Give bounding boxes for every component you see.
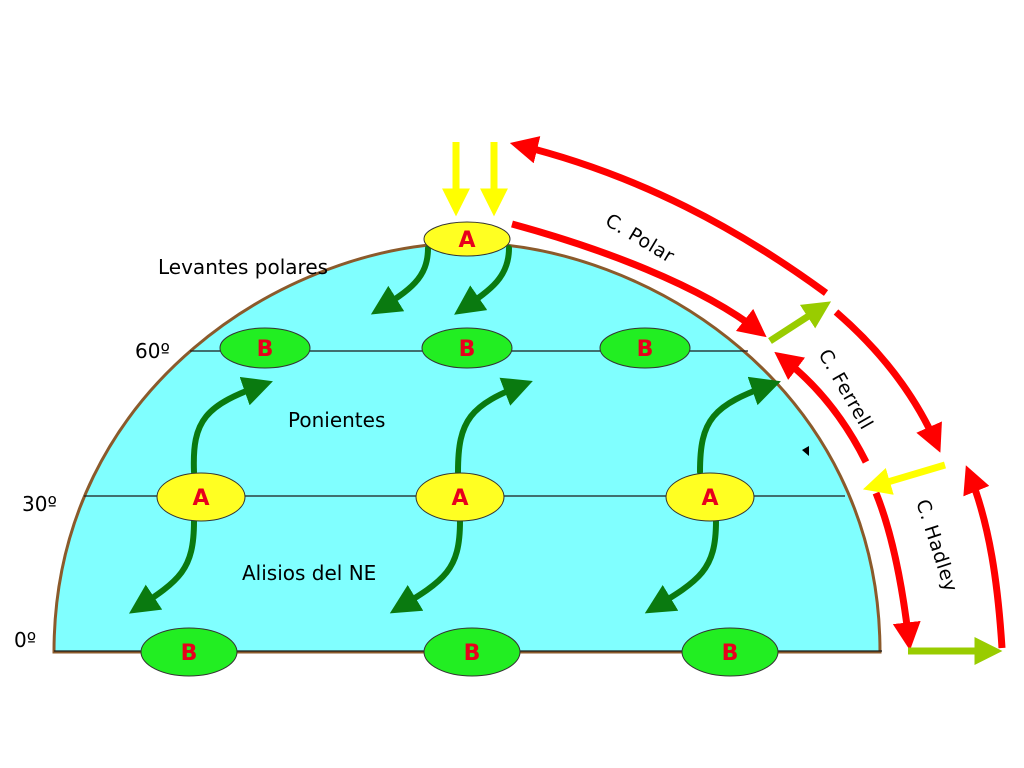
curved-arrow-icon bbox=[872, 491, 921, 651]
pressure-equator-3: B bbox=[681, 627, 779, 677]
right-arrow-icon bbox=[768, 301, 832, 344]
curved-arrow-icon bbox=[128, 518, 197, 614]
pressure-pole: A bbox=[423, 221, 511, 257]
curved-arrow-icon bbox=[509, 136, 829, 296]
left-arrow-icon bbox=[862, 461, 946, 495]
pointer-mark bbox=[802, 446, 809, 456]
wind-label-polar-easterlies: Levantes polares bbox=[158, 255, 328, 279]
pressure-equator-2: B bbox=[423, 627, 521, 677]
pressure-equator-1: B bbox=[140, 627, 238, 677]
curved-arrow-icon bbox=[833, 309, 942, 453]
circulation-cell-arrows bbox=[509, 136, 1006, 651]
pressure-lat30-2: A bbox=[415, 472, 505, 522]
curved-arrow-icon bbox=[455, 377, 533, 475]
pressure-label: B bbox=[464, 641, 481, 666]
curved-arrow-icon bbox=[644, 518, 719, 614]
pressure-lat60-1: B bbox=[219, 327, 311, 369]
wind-label-trade-winds: Alisios del NE bbox=[242, 561, 376, 585]
pressure-label: A bbox=[451, 486, 468, 511]
pressure-label: A bbox=[701, 486, 718, 511]
descending-air-arrows bbox=[442, 142, 508, 217]
pressure-centers: A B B B A A A B bbox=[140, 221, 779, 677]
pressure-label: A bbox=[458, 228, 475, 253]
cell-label-hadley: C. Hadley bbox=[911, 497, 962, 595]
pressure-lat30-3: A bbox=[665, 472, 755, 522]
latitude-label-60: 60º bbox=[135, 339, 170, 363]
pressure-lat30-1: A bbox=[156, 472, 246, 522]
curved-arrow-icon bbox=[963, 465, 1006, 649]
pressure-label: B bbox=[637, 337, 654, 362]
pressure-label: B bbox=[722, 641, 739, 666]
latitude-label-0: 0º bbox=[14, 628, 36, 652]
curved-arrow-icon bbox=[454, 245, 512, 315]
curved-arrow-icon bbox=[389, 518, 463, 614]
pressure-label: B bbox=[459, 337, 476, 362]
pressure-label: A bbox=[192, 486, 209, 511]
curved-arrow-icon bbox=[511, 220, 767, 338]
pressure-lat60-2: B bbox=[421, 327, 513, 369]
curved-arrow-icon bbox=[774, 351, 870, 464]
pressure-lat60-3: B bbox=[599, 327, 691, 369]
latitude-label-30: 30º bbox=[22, 492, 57, 516]
wind-arrows bbox=[128, 245, 781, 614]
curved-arrow-icon bbox=[697, 376, 781, 475]
pressure-label: B bbox=[257, 337, 274, 362]
curved-arrow-icon bbox=[190, 376, 273, 475]
pressure-label: B bbox=[181, 641, 198, 666]
curved-arrow-icon bbox=[370, 245, 431, 315]
wind-label-westerlies: Ponientes bbox=[288, 408, 385, 432]
